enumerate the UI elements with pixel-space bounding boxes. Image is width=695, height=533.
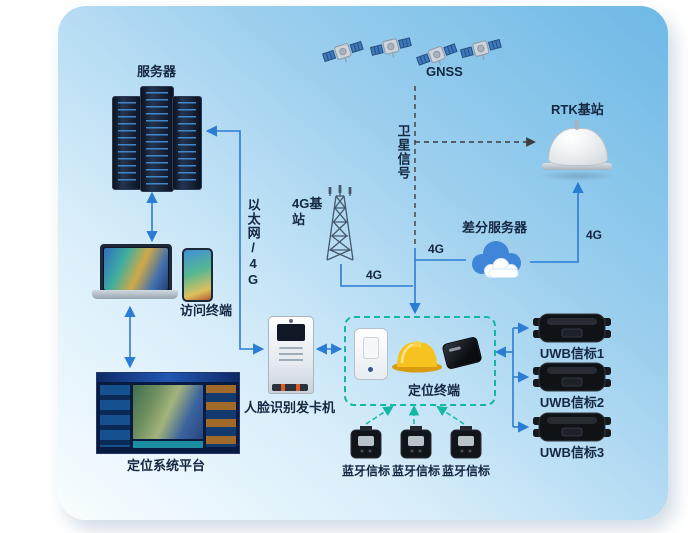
machine-base [272, 384, 308, 391]
platform-left-widgets [100, 385, 130, 447]
satellite-icon [321, 36, 364, 73]
bluetooth-beacon-device [450, 426, 482, 467]
label-bt-beacon-3: 蓝牙信标 [441, 464, 490, 478]
rtk-dome-icon [548, 120, 608, 166]
label-bt-beacon-2: 蓝牙信标 [391, 464, 440, 478]
laptop-base [92, 290, 178, 299]
label-server: 服务器 [137, 64, 177, 79]
label-uwb-beacon-2: UWB信标2 [539, 395, 605, 410]
phone-icon [182, 248, 213, 302]
machine-keypad [279, 347, 303, 365]
label-link-4g-cloud: 4G [428, 242, 445, 256]
4g-tower-icon [314, 184, 366, 269]
satellite-icon [369, 31, 412, 68]
label-satellite-signal: 卫星信号 [395, 124, 411, 180]
label-uwb-beacon-3: UWB信标3 [539, 445, 605, 460]
label-access-terminal: 访问终端 [180, 303, 233, 318]
platform-header-strip [97, 373, 239, 382]
rtk-shadow [538, 171, 616, 181]
cloud-icon [466, 238, 526, 287]
bluetooth-beacon-device [400, 426, 432, 467]
laptop-icon [100, 244, 172, 294]
platform-right-widgets [206, 385, 236, 447]
label-uwb-beacon-1: UWB信标1 [539, 346, 605, 361]
label-ethernet-4g: 以太网/4G [245, 198, 261, 288]
helmet-icon [390, 332, 444, 379]
label-positioning-terminal: 定位终端 [408, 383, 461, 398]
label-face-machine: 人脸识别发卡机 [244, 400, 336, 415]
uwb-beacon-device [532, 313, 612, 348]
wall-device-icon [354, 328, 388, 380]
label-positioning-platform: 定位系统平台 [127, 458, 206, 473]
label-gnss: GNSS [426, 64, 463, 79]
machine-screen [277, 324, 305, 341]
satellite-icon [459, 33, 502, 70]
bluetooth-beacon-device [350, 426, 382, 467]
server-rack-icon [112, 96, 142, 190]
label-link-4g-tower: 4G [366, 268, 383, 282]
positioning-terminal-box [344, 316, 496, 406]
platform-screenshot [96, 372, 240, 454]
label-diff-server: 差分服务器 [462, 220, 528, 235]
label-rtk-station: RTK基站 [551, 102, 604, 117]
label-4g-station: 4G基站 [292, 196, 323, 227]
platform-bottom-strip [133, 441, 203, 448]
rtk-base-plate [542, 163, 612, 170]
platform-map-area [133, 385, 203, 439]
label-link-4g-rtk: 4G [586, 228, 603, 242]
server-rack-icon [140, 86, 174, 192]
satellite-icon [416, 39, 458, 76]
uwb-beacon-device [532, 362, 612, 397]
face-machine-icon [268, 316, 314, 394]
camera-dot [289, 319, 293, 323]
label-bt-beacon-1: 蓝牙信标 [341, 464, 390, 478]
uwb-beacon-device [532, 412, 612, 447]
server-rack-icon [172, 96, 202, 190]
